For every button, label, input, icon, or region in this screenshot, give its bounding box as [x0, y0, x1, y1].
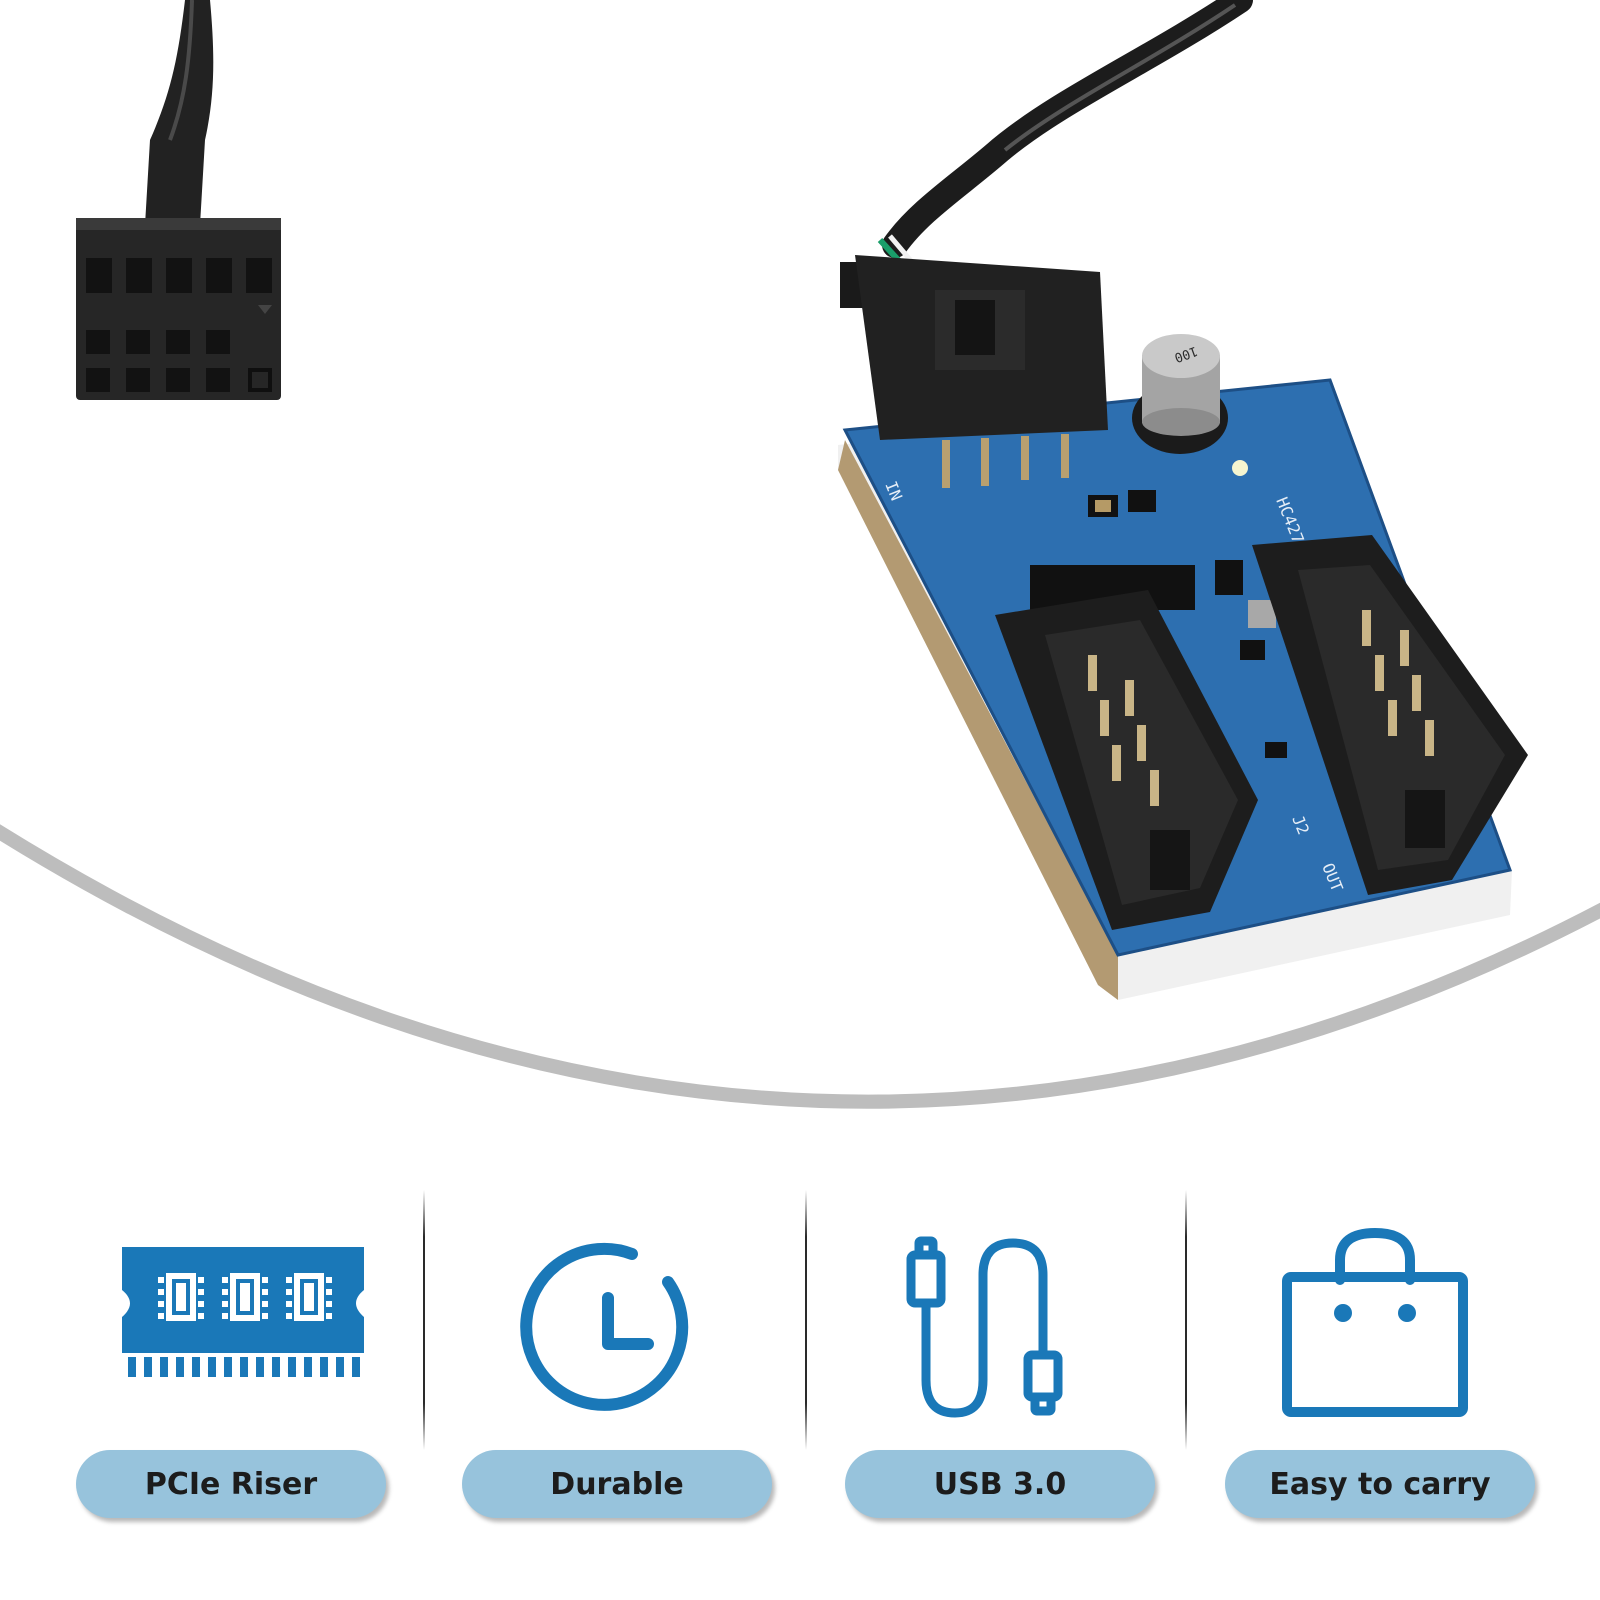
- feature-label-pcie-riser: PCIe Riser: [76, 1450, 386, 1518]
- feature-label-durable: Durable: [462, 1450, 772, 1518]
- divider: [423, 1190, 425, 1450]
- divider: [1185, 1190, 1187, 1450]
- memory-module-icon: [122, 1247, 364, 1377]
- clock-icon: [520, 1242, 689, 1411]
- usb-cable-icon: [906, 1236, 1063, 1418]
- female-header-plug: [76, 0, 281, 400]
- feature-label-text: Durable: [550, 1466, 684, 1502]
- feature-label-text: USB 3.0: [933, 1466, 1067, 1502]
- decorative-arc: [0, 824, 1600, 1109]
- shopping-bag-icon: [1282, 1228, 1468, 1417]
- feature-label-usb: USB 3.0: [845, 1450, 1155, 1518]
- feature-label-text: Easy to carry: [1269, 1466, 1491, 1502]
- divider: [805, 1190, 807, 1450]
- feature-label-text: PCIe Riser: [144, 1466, 318, 1502]
- usb-hub-board: 100 IN HC427 J2 OUT: [838, 0, 1528, 1000]
- feature-label-easy-to-carry: Easy to carry: [1225, 1450, 1535, 1518]
- product-photo: 100 IN HC427 J2 OUT: [0, 0, 1600, 1109]
